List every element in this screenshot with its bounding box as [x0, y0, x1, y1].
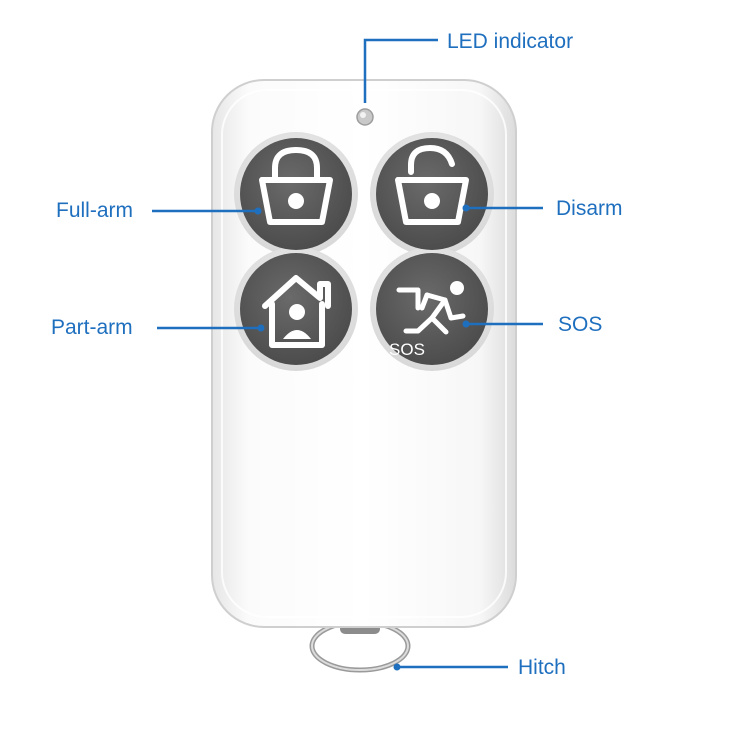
led-indicator-label: LED indicator: [447, 30, 574, 53]
led-callout-line: [363, 38, 438, 103]
full-arm-label: Full-arm: [56, 199, 133, 222]
part-arm-button[interactable]: [240, 253, 352, 365]
led-indicator: [356, 108, 374, 126]
running-person-icon: [396, 281, 466, 335]
part-arm-label: Part-arm: [51, 316, 133, 339]
disarm-label: Disarm: [556, 197, 623, 220]
callout-lines: [152, 38, 543, 669]
sos-button[interactable]: SOS: [376, 253, 488, 365]
house-person-icon: [262, 275, 331, 348]
unlocked-padlock-icon: [395, 145, 469, 225]
sos-label: SOS: [558, 313, 603, 336]
full-arm-button[interactable]: [240, 138, 352, 250]
locked-padlock-icon: [259, 147, 333, 225]
hitch-label: Hitch: [518, 656, 566, 679]
disarm-button[interactable]: [376, 138, 488, 250]
sos-button-text: SOS: [389, 340, 425, 359]
